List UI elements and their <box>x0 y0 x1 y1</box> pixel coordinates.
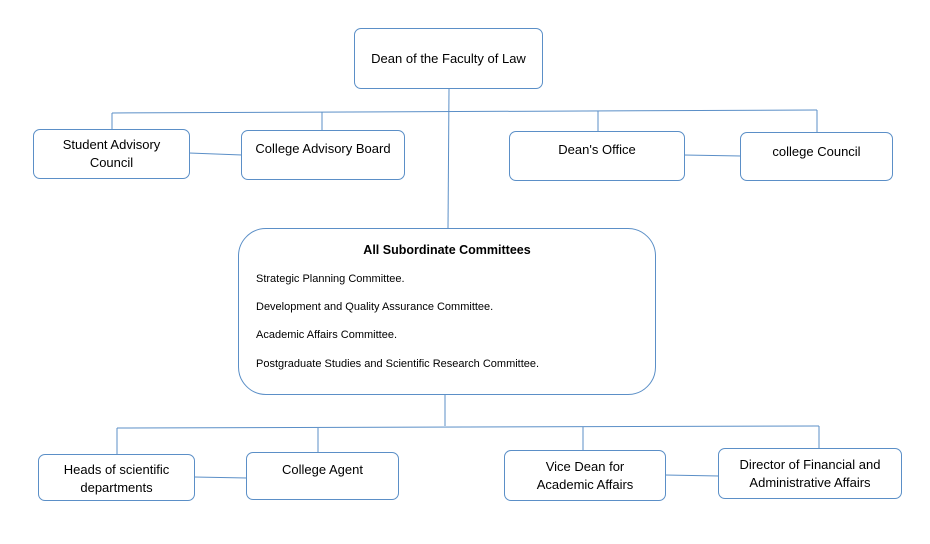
committee-item: Postgraduate Studies and Scientific Rese… <box>256 358 540 370</box>
connector-lower-bus <box>116 425 820 429</box>
node-label: Student Advisory Council <box>62 137 161 170</box>
node-label: College Advisory Board <box>255 141 391 156</box>
connector-lower-pair-right <box>664 474 720 477</box>
subordinate-committees-box: All Subordinate Committees Strategic Pla… <box>238 228 656 395</box>
node-label: Heads of scientific departments <box>63 462 170 495</box>
connector-lower-pair-left <box>193 476 248 479</box>
committee-item: Academic Affairs Committee. <box>256 329 398 341</box>
node-label: college Council <box>772 144 861 159</box>
college-advisory-board-node: College Advisory Board <box>241 130 405 180</box>
node-label: Vice Dean for Academic Affairs <box>536 458 634 492</box>
connector-upper-pair-right <box>683 154 742 157</box>
director-financial-admin-node: Director of Financial and Administrative… <box>718 448 902 499</box>
node-label: Dean of the Faculty of Law <box>371 50 526 66</box>
connector-trunk <box>447 88 450 229</box>
node-label: Director of Financial and Administrative… <box>739 456 881 490</box>
deans-office-node: Dean's Office <box>509 131 685 181</box>
dean-of-faculty-node: Dean of the Faculty of Law <box>354 28 543 89</box>
committees-heading: All Subordinate Committees <box>363 243 531 257</box>
college-agent-node: College Agent <box>246 452 399 500</box>
student-advisory-council-node: Student Advisory Council <box>33 129 190 179</box>
vice-dean-academic-affairs-node: Vice Dean for Academic Affairs <box>504 450 666 501</box>
connector-upper-pair-left <box>188 152 243 156</box>
connector-upper-bus <box>111 109 818 114</box>
heads-of-departments-node: Heads of scientific departments <box>38 454 195 501</box>
committee-item: Strategic Planning Committee. <box>256 273 405 285</box>
committee-item: Development and Quality Assurance Commit… <box>256 301 494 313</box>
node-label: College Agent <box>282 462 363 477</box>
college-council-node: college Council <box>740 132 893 181</box>
node-label: Dean's Office <box>558 142 636 157</box>
